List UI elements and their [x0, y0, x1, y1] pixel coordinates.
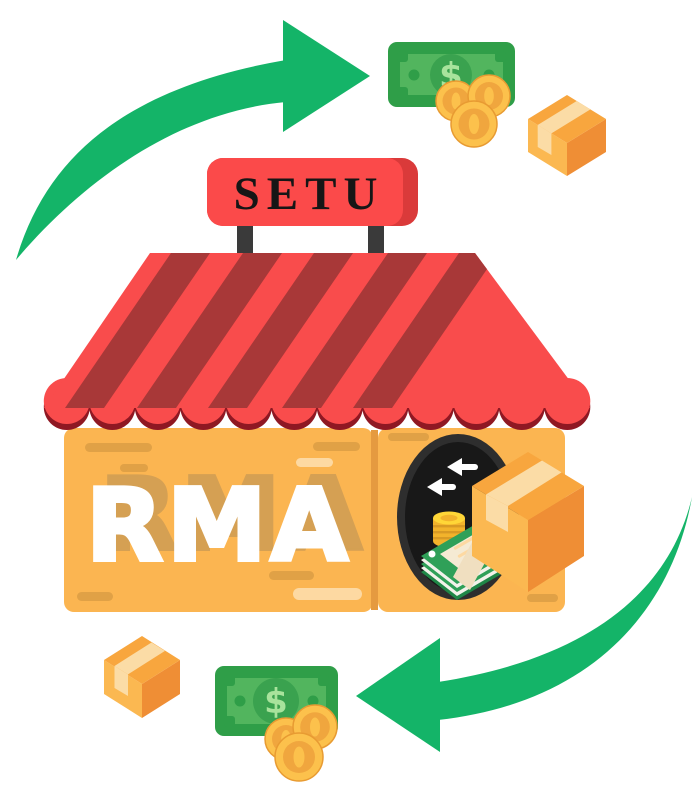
sign-post-left	[237, 222, 253, 257]
sign-post-right	[368, 222, 384, 257]
exchange-arrows-icon	[427, 458, 478, 496]
coins-top-icon	[435, 74, 511, 148]
dollar-symbol: $	[264, 682, 288, 722]
roof-stripes	[65, 253, 498, 408]
sign-label: SETU	[234, 168, 385, 220]
store-roof	[43, 253, 591, 430]
store-sign: SETU	[207, 158, 418, 257]
coin-icon	[450, 100, 498, 148]
package-box-top-right-icon	[528, 95, 606, 176]
package-box-front-icon	[472, 452, 584, 592]
cycle-arrow-bottom-icon	[356, 497, 692, 752]
cycle-arrow-top-icon	[16, 20, 370, 260]
wall-texture	[77, 433, 558, 602]
coins-bottom-icon	[264, 704, 338, 782]
storefront-title: RMA	[86, 467, 352, 584]
package-box-bottom-left-icon	[104, 636, 180, 718]
storefront-title-shadow: RMA	[100, 456, 366, 573]
coin-icon	[274, 732, 324, 782]
returns-exchange-badge	[397, 434, 584, 600]
